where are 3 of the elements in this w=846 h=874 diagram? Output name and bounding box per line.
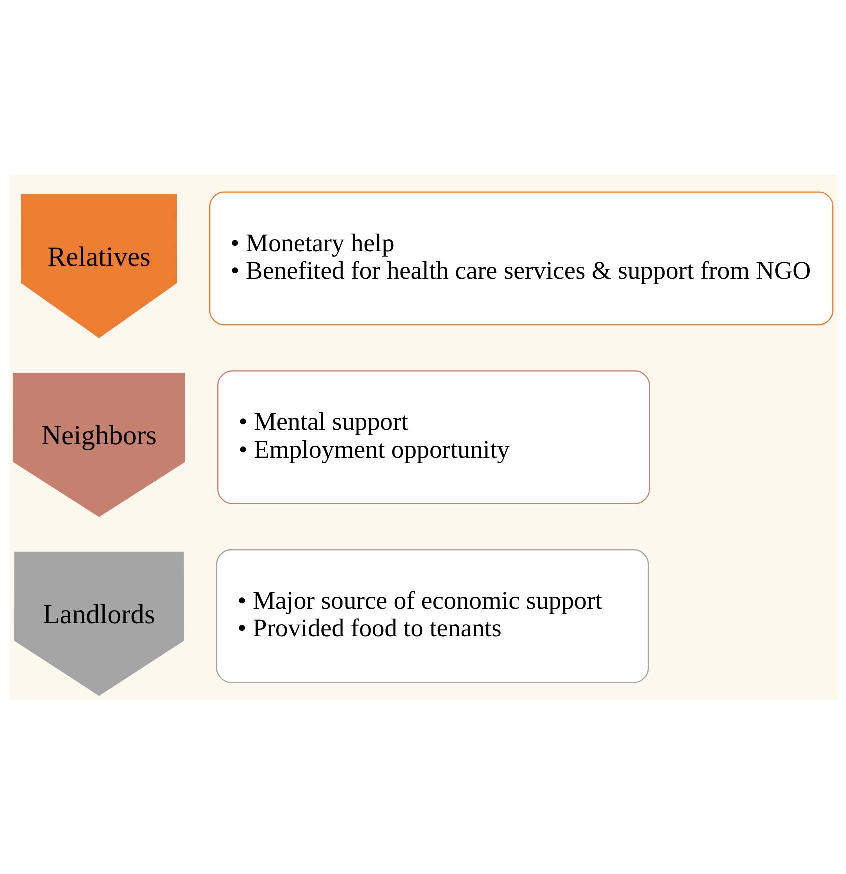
node-box: • Major source of economic support • Provided food to tenants [216, 548, 649, 683]
node-box: • Monetary help • Benefited for health care services & support from NGO [208, 191, 834, 326]
node-box: • Mental support • Employment opportunity [217, 370, 650, 504]
